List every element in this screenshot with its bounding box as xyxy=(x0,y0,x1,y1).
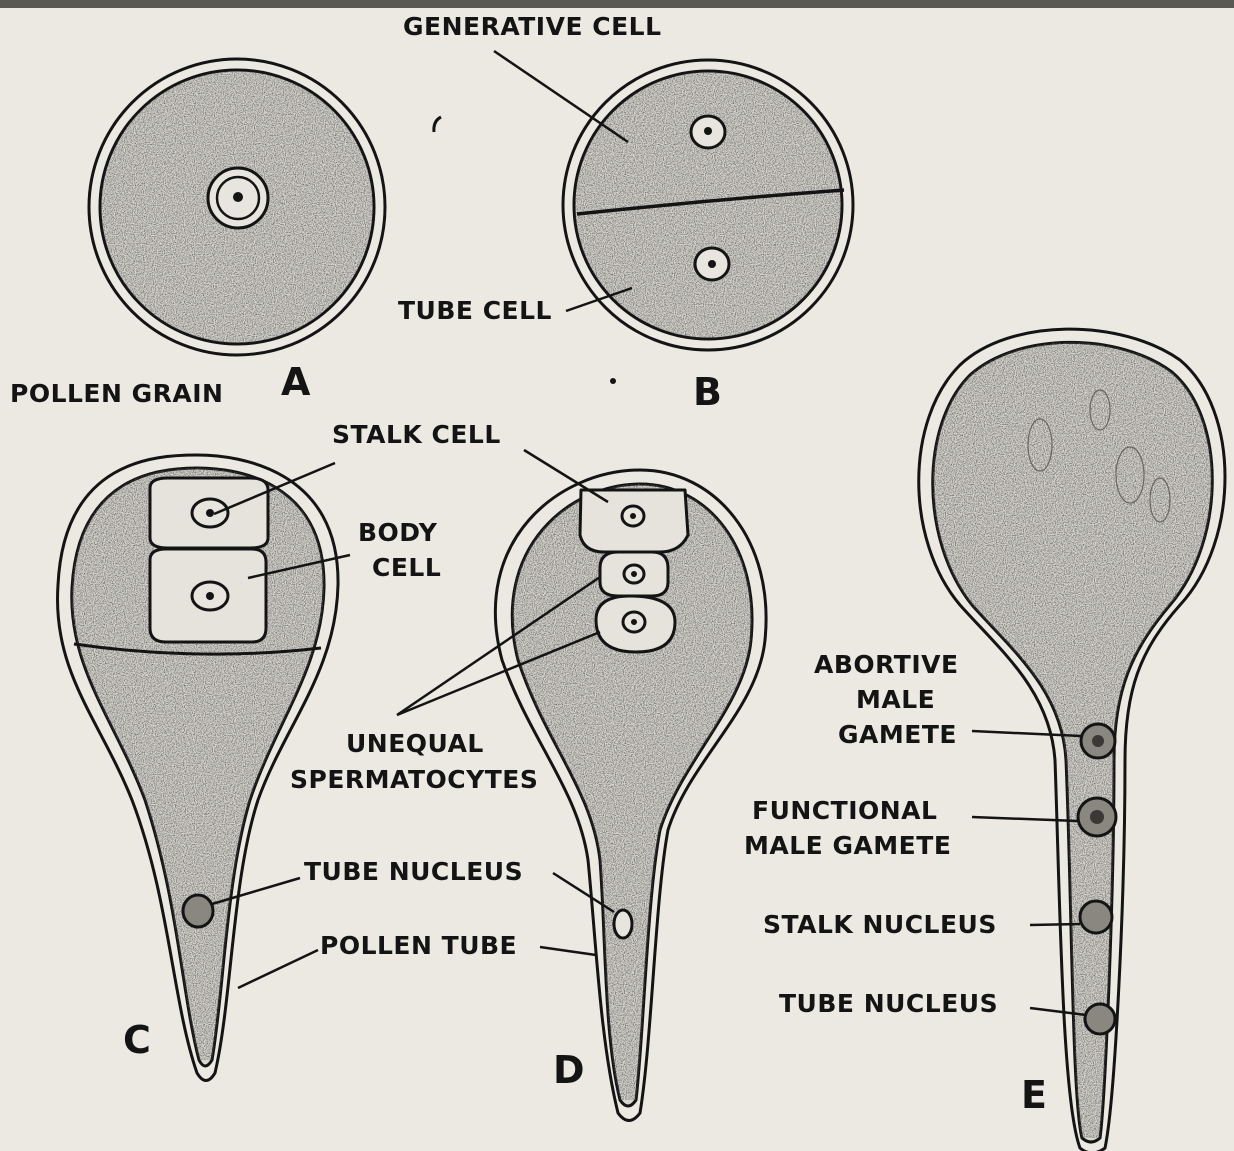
panel-letter-c: C xyxy=(123,1018,151,1062)
label-generative-cell: GENERATIVE CELL xyxy=(403,9,662,45)
tube-nucleus-c xyxy=(183,895,213,927)
label-abortive-line2: MALE xyxy=(856,682,935,718)
stray-dot xyxy=(610,378,616,384)
label-abortive-line3: GAMETE xyxy=(838,717,957,753)
leader-pollen-tube-c xyxy=(238,950,318,988)
panel-a-pollen-grain xyxy=(89,59,385,355)
label-tube-cell: TUBE CELL xyxy=(398,293,552,329)
leader-pollen-tube-d xyxy=(540,947,596,955)
leader-generative-cell xyxy=(494,51,628,142)
label-functional-line2: MALE GAMETE xyxy=(744,828,951,864)
label-tube-nucleus: TUBE NUCLEUS xyxy=(304,854,523,890)
panel-b-cytoplasm xyxy=(575,72,841,338)
stray-pen-mark xyxy=(434,117,441,132)
tube-cell-nucleolus xyxy=(708,260,716,268)
label-unequal-line2: SPERMATOCYTES xyxy=(290,762,538,798)
stalk-nucleus-e xyxy=(1080,901,1112,933)
tube-nucleus-d xyxy=(614,910,632,938)
label-pollen-grain: POLLEN GRAIN xyxy=(10,376,223,412)
label-abortive-line1: ABORTIVE xyxy=(814,647,959,683)
label-tube-nucleus-e: TUBE NUCLEUS xyxy=(779,986,998,1022)
label-pollen-tube: POLLEN TUBE xyxy=(320,928,517,964)
panel-letter-d: D xyxy=(553,1048,585,1092)
leader-stalk-nucleus xyxy=(1030,924,1080,925)
panel-letter-b: B xyxy=(693,370,722,414)
pollen-grain-nucleolus xyxy=(233,192,243,202)
label-stalk-nucleus: STALK NUCLEUS xyxy=(763,907,997,943)
panel-letter-a: A xyxy=(281,360,310,404)
panel-letter-e: E xyxy=(1021,1073,1047,1117)
panel-e-pollen xyxy=(919,329,1225,1151)
generative-cell-nucleolus xyxy=(704,127,712,135)
label-body-cell-line2: CELL xyxy=(372,550,441,586)
label-stalk-cell: STALK CELL xyxy=(332,417,501,453)
tube-nucleus-e xyxy=(1085,1004,1115,1034)
label-body-cell-line1: BODY xyxy=(358,515,437,551)
label-unequal-line1: UNEQUAL xyxy=(346,726,484,762)
label-functional-line1: FUNCTIONAL xyxy=(752,793,937,829)
panel-b-two-cells xyxy=(563,60,853,350)
